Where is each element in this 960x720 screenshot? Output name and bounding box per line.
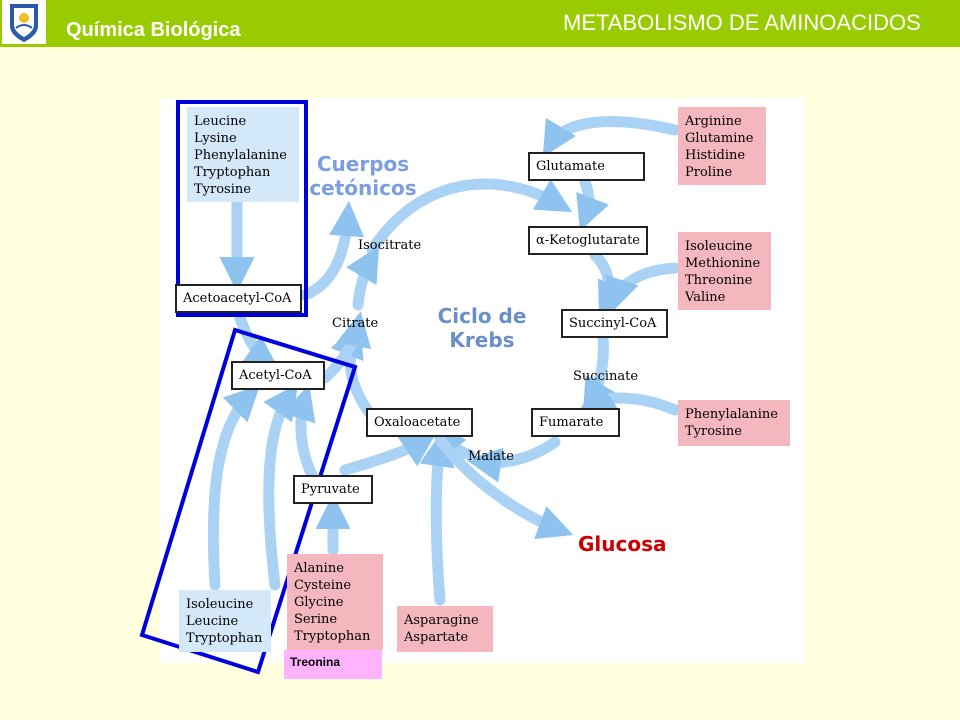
cycle-arrow-ketoglutarate-succinyl: [589, 249, 630, 318]
asparagine-to-oxaloacetate-arrow: [419, 431, 455, 606]
malate-label: Malate: [468, 449, 514, 464]
amino-acid-item: Leucine: [194, 114, 247, 129]
pyruvate-box: Pyruvate: [293, 475, 373, 504]
amino-acid-item: Arginine: [685, 114, 742, 129]
pyruvate-to-oxaloacetate-arrow: [339, 432, 437, 476]
amino-acid-item: Glycine: [294, 595, 344, 610]
course-title: Química Biológica: [66, 19, 241, 41]
amino-acid-item: Threonine: [685, 273, 753, 288]
isocitrate-label: Isocitrate: [358, 238, 422, 253]
acetyl-coa-box: Acetyl-CoA: [231, 361, 325, 390]
amino-acid-item: Lysine: [194, 131, 237, 146]
ketoglutarate-amino-acids-list: Arginine Glutamine Histidine Proline: [678, 107, 766, 185]
amino-acid-item: Phenylalanine: [685, 407, 778, 422]
acetoacetyl-coa-box: Acetoacetyl-CoA: [175, 284, 302, 313]
isoleucine-to-succinyl-arrow: [605, 262, 681, 314]
amino-acid-item: Tyrosine: [194, 182, 251, 197]
acetyl-to-citrate-arrow: [319, 311, 372, 384]
amino-acid-item: Valine: [685, 290, 726, 305]
topic-title: METABOLISMO DE AMINOACIDOS: [563, 10, 921, 35]
amino-acid-item: Isoleucine: [186, 597, 254, 612]
ketone-label-line-2: cetónicos: [309, 176, 417, 200]
amino-acid-item: Asparagine: [404, 613, 479, 628]
glutamate-box: Glutamate: [528, 152, 645, 181]
krebs-label-line-1: Ciclo de: [437, 304, 527, 328]
succinate-label: Succinate: [573, 369, 639, 384]
amino-acid-item: Aspartate: [404, 630, 469, 645]
amino-acid-item: Phenylalanine: [194, 148, 287, 163]
amino-acid-item: Histidine: [685, 148, 746, 163]
amino-acid-item: Cysteine: [294, 578, 352, 593]
succinyl-coa-box: Succinyl-CoA: [561, 309, 668, 338]
amino-acid-item: Methionine: [685, 256, 761, 271]
cycle-arrow-isocitrate-ketoglutarate: [366, 178, 573, 256]
title-bar: Química Biológica METABOLISMO DE AMINOAC…: [0, 0, 960, 47]
acetoacetyl-to-acetyl-arrow: [234, 312, 280, 371]
amino-acid-item: Leucine: [186, 614, 239, 629]
amino-acid-item: Isoleucine: [685, 239, 753, 254]
bottom-aa-to-acetyl-arrow-1: [207, 385, 260, 591]
arginine-to-glutamate-arrow: [542, 116, 681, 158]
amino-acid-item: Tryptophan: [194, 165, 271, 180]
amino-acid-item: Glutamine: [685, 131, 754, 146]
succinyl-amino-acids-list: Isoleucine Methionine Threonine Valine: [678, 232, 771, 310]
glucose-label: Glucosa: [578, 532, 667, 556]
amino-acid-item: Proline: [685, 165, 733, 180]
cycle-arrow-fumarate-malate: [466, 436, 561, 483]
acetoacetyl-to-ketone-arrow: [299, 200, 365, 301]
amino-acid-item: Tryptophan: [186, 631, 263, 646]
ketogenic-amino-acids-list: Leucine Lysine Phenylalanine Tryptophan …: [187, 107, 299, 202]
ketoglutarate-box: α-Ketoglutarate: [528, 226, 648, 255]
threonine-annotation: Treonina: [284, 650, 382, 679]
glutamate-to-ketoglutarate-arrow: [576, 176, 610, 232]
fumarate-box: Fumarate: [531, 408, 620, 437]
university-seal-icon: [2, 0, 46, 44]
amino-acid-item: Tyrosine: [685, 424, 742, 439]
krebs-label-line-2: Krebs: [449, 328, 515, 352]
acetyl-highlight-frame: [139, 327, 358, 675]
pyruvate-amino-acids-list: Alanine Cysteine Glycine Serine Tryptoph…: [287, 554, 383, 650]
cycle-arrow-citrate-isocitrate: [346, 245, 380, 311]
oxaloacetate-to-glucose-arrow: [434, 434, 574, 540]
amino-acid-item: Serine: [294, 612, 338, 627]
oxaloacetate-amino-acids-list: Asparagine Aspartate: [397, 606, 493, 652]
citrate-label: Citrate: [332, 316, 379, 331]
amino-acid-item: Alanine: [294, 561, 344, 576]
krebs-cycle-label: Ciclo de Krebs: [420, 304, 544, 352]
phenylalanine-to-fumarate-arrow: [578, 378, 681, 416]
fumarate-amino-acids-list: Phenylalanine Tyrosine: [678, 400, 790, 446]
pyruvate-to-acetyl-arrow: [281, 384, 318, 481]
ketogenic-highlight-frame: [176, 100, 308, 317]
oxaloacetate-box: Oxaloacetate: [366, 408, 473, 437]
amino-acid-item: Tryptophan: [294, 629, 371, 644]
ketone-bodies-label: Cuerpos cetónicos: [300, 152, 426, 200]
ketone-label-line-1: Cuerpos: [316, 152, 410, 176]
acetyl-amino-acids-list: Isoleucine Leucine Tryptophan: [179, 590, 271, 652]
